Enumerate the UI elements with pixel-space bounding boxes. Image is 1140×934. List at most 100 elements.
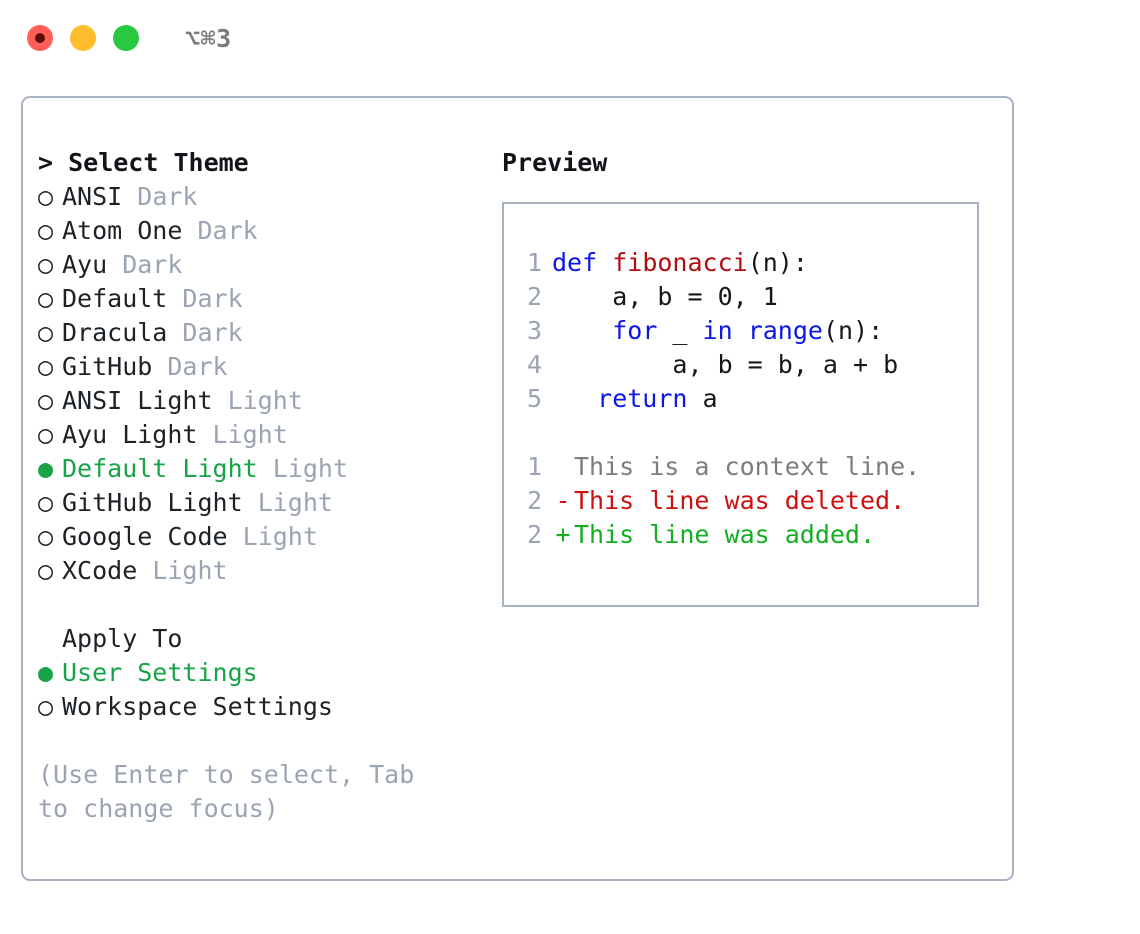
spacer: [167, 316, 182, 350]
theme-kind-badge: Dark: [122, 250, 183, 279]
theme-name: GitHub: [62, 352, 153, 381]
theme-selection-column: > Select Theme ○ANSI Dark○Atom One Dark○…: [38, 146, 488, 826]
theme-kind-badge: Light: [152, 556, 228, 585]
diff-marker: +: [555, 520, 571, 549]
code-token-plain: a: [687, 384, 718, 413]
spacer: [182, 214, 197, 248]
code-token-kw: return: [597, 384, 688, 413]
close-window-button[interactable]: [27, 25, 53, 51]
apply-to-header: Apply To: [62, 624, 183, 653]
code-line: 2 a, b = 0, 1: [518, 280, 977, 314]
theme-name: XCode: [62, 556, 138, 585]
theme-list[interactable]: ○ANSI Dark○Atom One Dark○Ayu Dark○Defaul…: [38, 180, 488, 588]
line-number: 5: [526, 384, 542, 413]
line-number: 2: [526, 520, 542, 549]
line-number: 1: [526, 248, 542, 277]
diff-line-context: 1 This is a context line.: [518, 450, 977, 484]
theme-item-github-light[interactable]: ○GitHub Light Light: [38, 486, 488, 520]
diff-text: This is a context line.: [574, 452, 921, 481]
radio-unselected-icon: ○: [38, 216, 54, 245]
line-number: 3: [526, 316, 542, 345]
theme-name: ANSI: [62, 182, 123, 211]
theme-item-ansi[interactable]: ○ANSI Dark: [38, 180, 488, 214]
select-theme-header: > Select Theme: [38, 148, 249, 177]
diff-sample: 1 This is a context line.2-This line was…: [518, 450, 977, 552]
radio-unselected-icon: ○: [38, 420, 54, 449]
theme-item-default-light[interactable]: ●Default Light Light: [38, 452, 488, 486]
spacer: [137, 554, 152, 588]
radio-unselected-icon: ○: [38, 522, 54, 551]
theme-kind-badge: Light: [257, 488, 333, 517]
code-line: 3 for _ in range(n):: [518, 314, 977, 348]
theme-kind-badge: Light: [272, 454, 348, 483]
theme-kind-badge: Light: [212, 420, 288, 449]
line-number: 1: [526, 452, 542, 481]
code-token-plain: (n):: [822, 316, 884, 345]
apply-to-list[interactable]: ● User Settings ○Workspace Settings: [38, 656, 488, 724]
theme-name: Atom One: [62, 216, 183, 245]
radio-unselected-icon: ○: [38, 692, 54, 721]
theme-item-xcode[interactable]: ○XCode Light: [38, 554, 488, 588]
window-title: ⌥⌘3: [185, 23, 232, 53]
code-text: a, b = 0, 1: [552, 280, 778, 314]
radio-unselected-icon: ○: [38, 488, 54, 517]
minimize-window-button[interactable]: [70, 25, 96, 51]
theme-item-google-code[interactable]: ○ Google Code Light: [38, 520, 488, 554]
radio-unselected-icon: ○: [38, 318, 54, 347]
spacer: [122, 180, 137, 214]
zoom-window-button[interactable]: [113, 25, 139, 51]
radio-selected-icon: ●: [38, 658, 54, 687]
theme-kind-badge: Dark: [182, 318, 243, 347]
line-number: 2: [526, 486, 542, 515]
code-token-plain: [733, 316, 748, 345]
code-token-plain: [552, 384, 597, 413]
theme-name: Google Code: [62, 522, 228, 551]
code-token-plain: a, b = 0, 1: [552, 282, 778, 311]
theme-kind-badge: Dark: [197, 216, 258, 245]
diff-text: This line was added.: [574, 520, 876, 549]
diff-marker: -: [555, 486, 571, 515]
theme-item-ayu[interactable]: ○ Ayu Dark: [38, 248, 488, 282]
spacer: [213, 384, 228, 418]
apply-to-label: User Settings: [62, 658, 258, 687]
theme-name: ANSI Light: [62, 386, 213, 415]
spacer: [167, 282, 182, 316]
radio-unselected-icon: ○: [38, 284, 54, 313]
apply-to-item-user-settings[interactable]: ● User Settings: [38, 656, 488, 690]
code-token-plain: [552, 316, 612, 345]
spacer: [152, 350, 167, 384]
code-token-fn: fibonacci: [612, 248, 748, 277]
line-number: 2: [526, 282, 542, 311]
apply-to-item-workspace-settings[interactable]: ○Workspace Settings: [38, 690, 488, 724]
keyboard-hint: (Use Enter to select, Tab to change focu…: [38, 760, 430, 823]
line-number: 4: [526, 350, 542, 379]
theme-name: Ayu: [62, 250, 108, 279]
spacer: [228, 520, 243, 554]
code-token-kw: in: [702, 316, 733, 345]
theme-item-atom-one[interactable]: ○ Atom One Dark: [38, 214, 488, 248]
theme-kind-badge: Light: [242, 522, 318, 551]
theme-item-github[interactable]: ○GitHub Dark: [38, 350, 488, 384]
theme-item-dracula[interactable]: ○Dracula Dark: [38, 316, 488, 350]
code-line: 4 a, b = b, a + b: [518, 348, 977, 382]
theme-kind-badge: Dark: [167, 352, 228, 381]
theme-item-ansi-light[interactable]: ○ANSI Light Light: [38, 384, 488, 418]
code-token-kw: for: [612, 316, 658, 345]
code-text: for _ in range(n):: [552, 314, 883, 348]
window-titlebar: ⌥⌘3: [0, 0, 1140, 76]
theme-kind-badge: Light: [227, 386, 303, 415]
spacer: [243, 486, 258, 520]
code-token-kw: range: [747, 316, 823, 345]
code-token-kw: def: [552, 248, 613, 277]
theme-item-default[interactable]: ○Default Dark: [38, 282, 488, 316]
theme-item-ayu-light[interactable]: ○Ayu Light Light: [38, 418, 488, 452]
radio-unselected-icon: ○: [38, 250, 54, 279]
code-token-plain: _: [657, 316, 703, 345]
code-diff-separator: [518, 416, 977, 450]
diff-line-add: 2 +This line was added.: [518, 518, 977, 552]
traffic-light-buttons: [27, 25, 139, 51]
